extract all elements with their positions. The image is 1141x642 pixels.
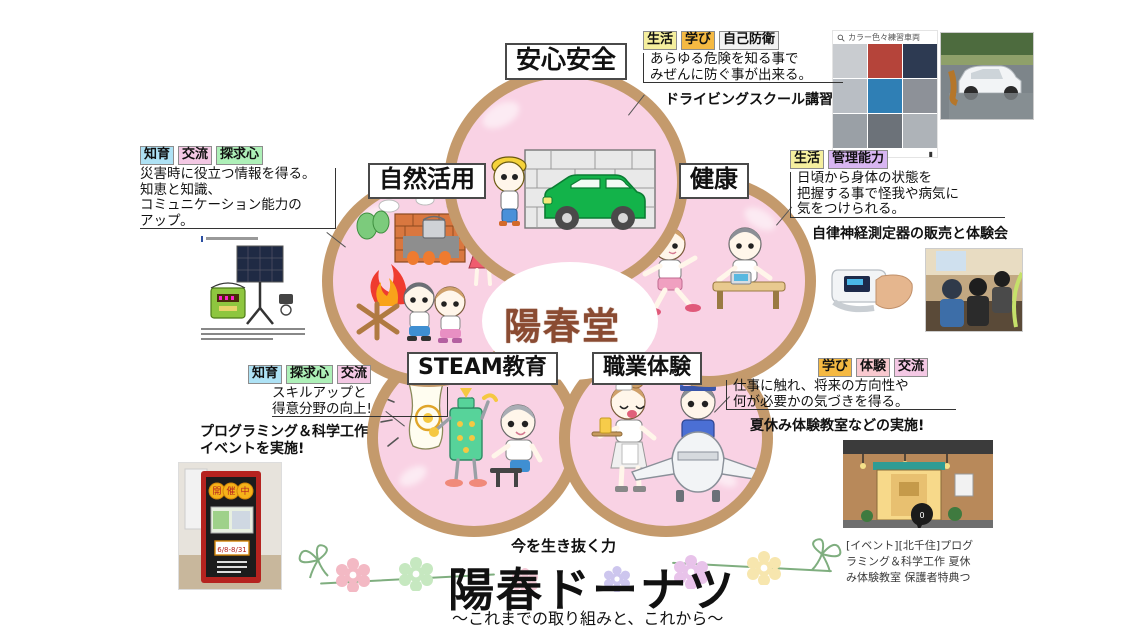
svg-text:開: 開: [212, 486, 221, 497]
annotation-shokugyo-tags: 学び 体験 交流: [818, 358, 956, 378]
letterbox-bottom: [0, 632, 1141, 642]
thumb[interactable]: [833, 114, 867, 148]
flower-lavender-small: [604, 566, 630, 592]
petal-label-kenkou[interactable]: 健康: [679, 163, 749, 199]
signboard-image: 開催中 6/8-8/31: [179, 463, 281, 589]
bottom-main-title: 陽春ドーナツ: [448, 563, 736, 617]
flower-yellow: [747, 551, 781, 585]
thumb[interactable]: [833, 79, 867, 113]
petal-label-anshin[interactable]: 安心安全: [505, 43, 628, 80]
tag-curiosity[interactable]: 探求心: [216, 146, 264, 166]
photo-solar-panel[interactable]: [193, 232, 313, 344]
bottom-subtitle: 〜これまでの取り組みと、これから〜: [452, 609, 724, 628]
tag-exchange-2[interactable]: 交流: [337, 365, 372, 385]
petal-anshin[interactable]: [455, 78, 677, 286]
tag-curiosity-2[interactable]: 探求心: [286, 365, 334, 385]
petal-label-shizen[interactable]: 自然活用: [368, 163, 486, 199]
tag-learn-2[interactable]: 学び: [818, 358, 853, 378]
tag-exchange-3[interactable]: 交流: [894, 358, 929, 378]
photo-pulse-oximeter[interactable]: [820, 250, 916, 328]
instagram-thumbnail-grid: [833, 44, 937, 148]
instagram-search-bar[interactable]: カラー色々練習車両: [833, 31, 937, 44]
svg-text:6/8-8/31: 6/8-8/31: [217, 546, 247, 554]
annotation-steam: 知育 探求心 交流 スキルアップと 得意分野の向上!: [248, 365, 448, 418]
annotation-anshin-text: あらゆる危険を知る事で みぜんに防ぐ事が出来る。: [643, 51, 843, 84]
ribbon-bow-right: [811, 538, 842, 573]
brand-logo: 陽春堂: [504, 304, 621, 348]
annotation-kenkou: 生活 管理能力 日頃から身体の状態を 把握する事で怪我や病気に 気をつけられる。…: [790, 150, 1008, 243]
shopfront-image: 0: [843, 440, 993, 531]
ribbon-bow-left: [298, 544, 329, 579]
annotation-shizen: 知育 交流 探求心 災害時に役立つ情報を得る。 知恵と知識、 コミュニケーション…: [140, 146, 336, 230]
flower-green: [399, 557, 433, 591]
svg-text:0: 0: [919, 511, 924, 520]
annotation-shokugyo-caption: 夏休み体験教室などの実施!: [750, 418, 925, 435]
annotation-kenkou-tags: 生活 管理能力: [790, 150, 1005, 170]
oximeter-image: [820, 250, 916, 328]
tag-life[interactable]: 生活: [643, 31, 678, 51]
photo-measurement-session[interactable]: [925, 248, 1023, 332]
classroom-image: [926, 249, 1022, 331]
thumb[interactable]: [903, 44, 937, 78]
photo-event-signboard[interactable]: 開催中 6/8-8/31: [178, 462, 282, 590]
tag-management[interactable]: 管理能力: [828, 150, 889, 170]
tag-learn[interactable]: 学び: [681, 31, 716, 51]
annotation-shokugyo-text: 仕事に触れ、将来の方向性や 何が必要かの気づきを得る。: [726, 378, 956, 411]
annotation-steam-caption: プログラミング＆科学工作 イベントを実施!: [200, 424, 368, 457]
photo-rally-car[interactable]: [940, 32, 1034, 120]
bottom-lead-text: 今を生き抜く力: [511, 537, 617, 555]
tag-chiiku-2[interactable]: 知育: [248, 365, 283, 385]
tag-chiiku[interactable]: 知育: [140, 146, 175, 166]
petal-anshin-art: [455, 78, 677, 286]
annotation-shizen-tags: 知育 交流 探求心: [140, 146, 336, 166]
annotation-shokugyo: 学び 体験 交流 仕事に触れ、将来の方向性や 何が必要かの気づきを得る。 夏休み…: [726, 358, 956, 435]
rally-car-image: [941, 33, 1033, 119]
photo-shopfront-card[interactable]: 0 [イベント][北千住]プログ ラミング＆科学工作 夏休 み体験教室 保護者特…: [843, 440, 993, 588]
solar-panel-image: [193, 232, 313, 344]
tag-experience[interactable]: 体験: [856, 358, 891, 378]
svg-text:中: 中: [240, 485, 249, 497]
tag-exchange[interactable]: 交流: [178, 146, 213, 166]
shopfront-caption: [イベント][北千住]プログ ラミング＆科学工作 夏休 み体験教室 保護者特典つ: [843, 532, 993, 588]
thumb[interactable]: [903, 114, 937, 148]
instagram-search-text: カラー色々練習車両: [848, 33, 920, 42]
annotation-anshin-tags: 生活 学び 自己防衛: [643, 31, 843, 51]
annotation-kenkou-caption: 自律神経測定器の販売と体験会: [812, 225, 1008, 242]
flower-pink-small: [512, 568, 538, 594]
flower-purple: [674, 555, 708, 589]
annotation-steam-text: スキルアップと 得意分野の向上!: [272, 385, 448, 418]
thumb[interactable]: [868, 44, 902, 78]
letterbox-top: [0, 0, 1141, 10]
photo-instagram-grid[interactable]: カラー色々練習車両 ♥ ♡ ▽ ▮: [832, 30, 938, 158]
petal-steam-art: [378, 350, 570, 526]
tag-life-2[interactable]: 生活: [790, 150, 825, 170]
thumb[interactable]: [903, 79, 937, 113]
petal-label-shokugyo[interactable]: 職業体験: [592, 352, 703, 386]
bookmark-icon[interactable]: ▮: [928, 150, 933, 158]
thumb[interactable]: [868, 79, 902, 113]
thumb[interactable]: [868, 114, 902, 148]
svg-text:催: 催: [226, 485, 235, 497]
flower-pink: [336, 558, 370, 592]
annotation-steam-tags: 知育 探求心 交流: [248, 365, 448, 385]
annotation-anshin-caption: ドライビングスクール講習: [665, 92, 833, 109]
search-icon: [837, 34, 845, 42]
tag-self-defense[interactable]: 自己防衛: [719, 31, 780, 51]
annotation-shizen-text: 災害時に役立つ情報を得る。 知恵と知識、 コミュニケーション能力の アップ。: [140, 166, 336, 230]
annotation-kenkou-text: 日頃から身体の状態を 把握する事で怪我や病気に 気をつけられる。: [790, 171, 1005, 218]
thumb[interactable]: [833, 44, 867, 78]
petal-label-steam[interactable]: STEAM教育: [407, 352, 558, 386]
annotation-anshin: 生活 学び 自己防衛 あらゆる危険を知る事で みぜんに防ぐ事が出来る。 ドライビ…: [643, 31, 843, 109]
